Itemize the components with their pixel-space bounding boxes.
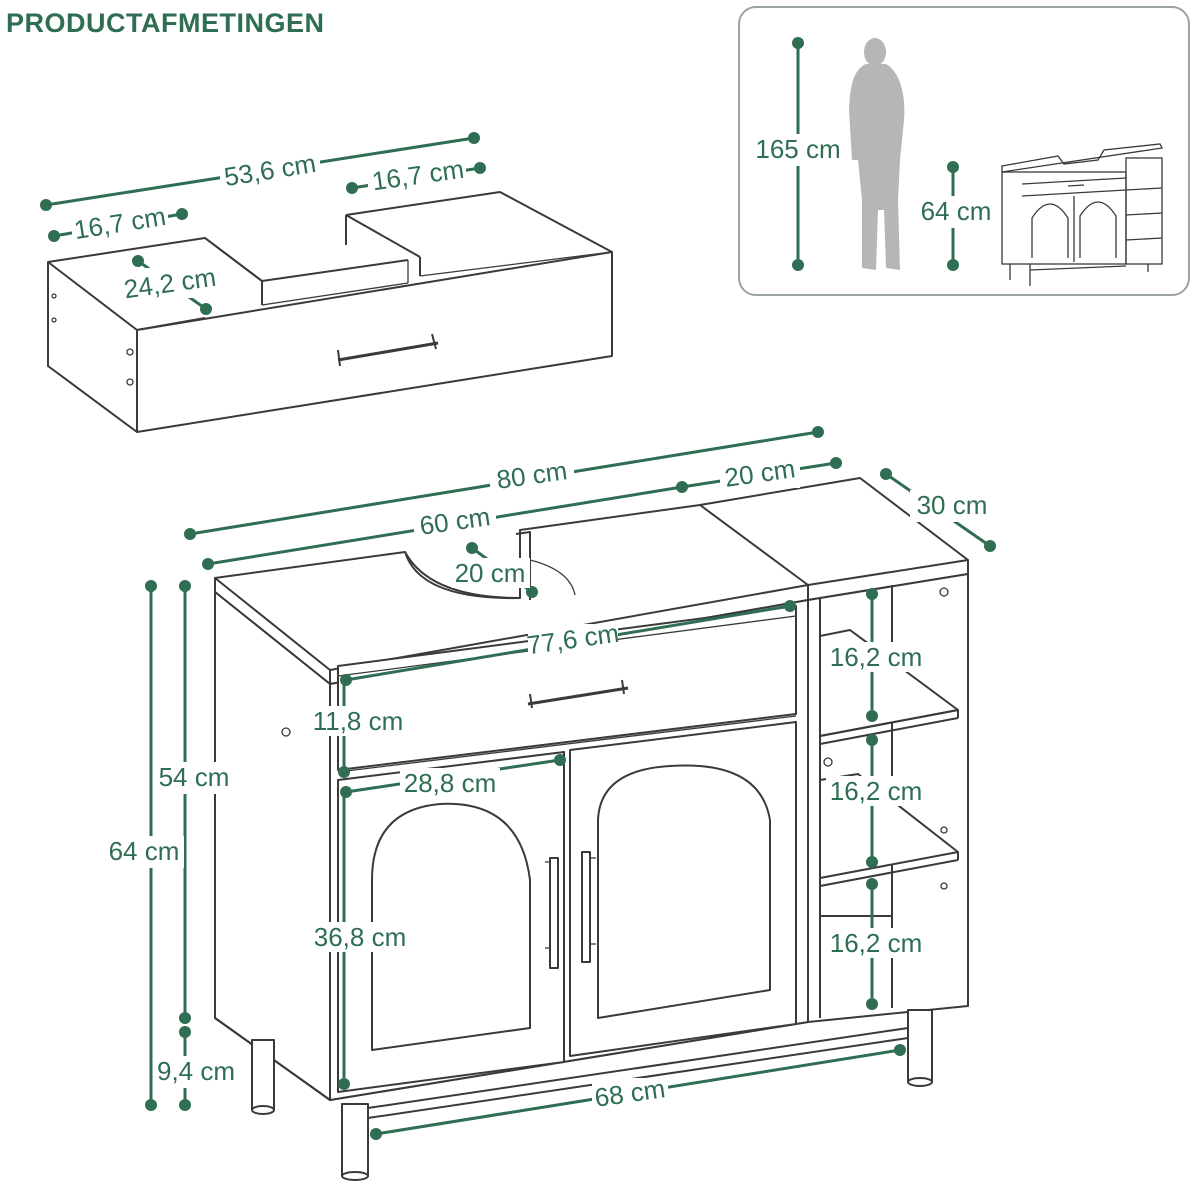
- cabinet-depth-label: 30 cm: [917, 490, 988, 520]
- leg-height-label: 9,4 cm: [157, 1056, 235, 1086]
- shelf-2-height-label: 16,2 cm: [830, 776, 923, 806]
- door-height-label: 36,8 cm: [314, 922, 407, 952]
- cabinet-illustration: [214, 477, 969, 1181]
- scale-inset-frame: [738, 6, 1190, 296]
- leg-span-dim: 68 cm: [370, 1044, 906, 1140]
- leg-height-dim: 9,4 cm: [154, 1026, 238, 1111]
- cabinet-height-inset-label: 64 cm: [921, 196, 992, 226]
- door-width-dim: 28,8 cm: [340, 754, 566, 798]
- body-height-label: 54 cm: [159, 762, 230, 792]
- drawer-illustration: [47, 191, 613, 433]
- total-height-label: 64 cm: [109, 836, 180, 866]
- cabinet-total-width-dim: 80 cm: [184, 426, 824, 540]
- drawer-total-width-dim: 53,6 cm: [40, 132, 480, 211]
- drawer-total-width-label: 53,6 cm: [222, 148, 318, 192]
- person-silhouette-icon: [849, 38, 905, 270]
- drawer-height-dim: 11,8 cm: [310, 680, 408, 778]
- body-height-dim: 54 cm: [154, 580, 234, 1024]
- cabinet-top-width-dim: 60 cm: [202, 481, 688, 570]
- drawer-left-compartment-dim: 16,7 cm: [48, 201, 188, 245]
- total-height-dim: 64 cm: [104, 580, 184, 1111]
- door-height-dim: 36,8 cm: [310, 792, 410, 1090]
- cabinet-shelf-width-dim: 20 cm: [681, 453, 842, 493]
- shelf-3-height-label: 16,2 cm: [830, 928, 923, 958]
- drawer-depth-dim: 24,2 cm: [122, 255, 218, 315]
- door-width-label: 28,8 cm: [404, 768, 497, 798]
- drawer-left-compartment-label: 16,7 cm: [72, 201, 168, 245]
- page-title: PRODUCTAFMETINGEN: [6, 8, 325, 38]
- shelf-2-height-dim: 16,2 cm: [826, 734, 926, 868]
- shelf-1-height-dim: 16,2 cm: [826, 588, 926, 722]
- cabinet-depth-dim: 30 cm: [880, 468, 996, 552]
- shelf-3-height-dim: 16,2 cm: [826, 878, 926, 1010]
- drawer-height-label: 11,8 cm: [313, 706, 404, 736]
- mini-cabinet-icon: [1001, 143, 1163, 286]
- drawer-front-width-dim: 77,6 cm: [340, 600, 796, 686]
- person-height-label: 165 cm: [755, 134, 840, 164]
- cabinet-cutout-dim: 20 cm: [452, 542, 538, 598]
- shelf-1-height-label: 16,2 cm: [830, 642, 923, 672]
- cabinet-cutout-label: 20 cm: [455, 558, 526, 588]
- scale-inset: 165 cm 64 cm: [752, 37, 1163, 286]
- drawer-right-compartment-dim: 16,7 cm: [346, 154, 486, 196]
